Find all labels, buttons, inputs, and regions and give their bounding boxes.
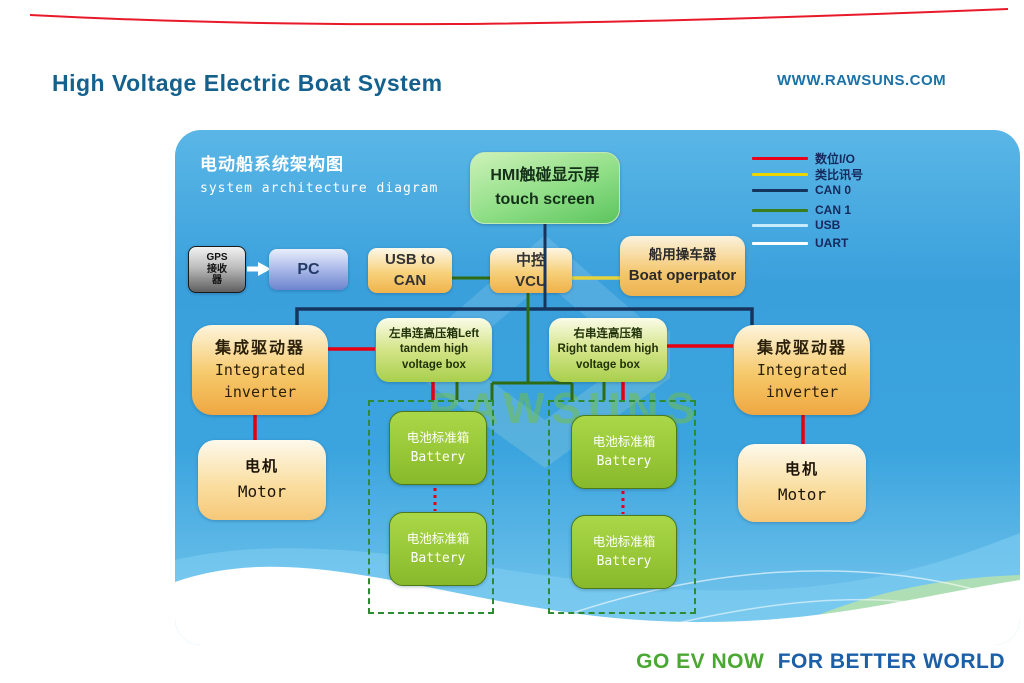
hmi-touchscreen-node: HMI触碰显示屏 touch screen [470,152,620,224]
slogan-green: GO EV NOW [636,650,765,673]
battery-label-en: Battery [596,553,652,569]
legend-item-digital-io: 数位I/O [752,150,855,167]
usb2can-label-1: USB to [385,251,435,269]
tandem-hv-box-right-node: 右串连高压箱 Right tandem high voltage box [549,318,667,382]
tandem-right-label-2: Right tandem high [557,343,659,356]
slogan-blue: FOR BETTER WORLD [777,650,1005,673]
legend-label: UART [815,236,849,250]
tandem-right-label-3: voltage box [576,358,640,371]
inverter-label-zh: 集成驱动器 [214,339,305,357]
battery-label-zh: 电池标准箱 [592,534,656,549]
motor-label-en: Motor [237,482,287,502]
usb-to-can-node: USB to CAN [368,248,452,293]
inverter-label-zh: 集成驱动器 [756,339,847,357]
battery-node: 电池标准箱 Battery [571,515,677,589]
gps-receiver-node: GPS 接收 器 [188,246,246,293]
pc-node: PC [269,249,348,290]
battery-label-zh: 电池标准箱 [406,531,470,546]
tandem-right-label-1: 右串连高压箱 [573,327,643,340]
battery-group-right [548,400,696,614]
legend-swatch-can1 [752,208,808,212]
legend-item-can1: CAN 1 [752,203,851,217]
battery-group-left [368,400,494,614]
motor-label-en: Motor [777,485,827,505]
battery-node: 电池标准箱 Battery [389,411,487,485]
legend-label: USB [815,218,841,232]
vcu-label-zh: 中控 [515,251,546,269]
legend-label: CAN 0 [815,183,852,197]
usb2can-label-2: CAN [393,271,427,289]
battery-label-en: Battery [410,550,466,566]
tandem-left-label-3: voltage box [402,358,466,371]
hmi-label-zh: HMI触碰显示屏 [490,167,600,184]
integrated-inverter-left-node: 集成驱动器 Integrated inverter [192,325,328,415]
battery-node: 电池标准箱 Battery [389,512,487,586]
tandem-left-label-1: 左串连高压箱Left [388,327,480,340]
website-url: WWW.RAWSUNS.COM [777,72,947,89]
gps-label-1: GPS [206,252,228,264]
legend-item-usb: USB [752,218,840,232]
battery-label-en: Battery [596,453,652,469]
footer-slogan: GO EV NOW FOR BETTER WORLD [636,650,1005,674]
legend-swatch-can0 [752,188,808,192]
inverter-label-en2: inverter [765,382,839,401]
panel-decor [175,235,1020,645]
legend-label: 类比讯号 [815,168,864,182]
page-title: High Voltage Electric Boat System [52,70,443,96]
battery-node: 电池标准箱 Battery [571,415,677,489]
tandem-hv-box-left-node: 左串连高压箱Left tandem high voltage box [376,318,492,382]
tandem-left-label-2: tandem high [399,343,469,356]
boat-label-zh: 船用操车器 [648,247,717,263]
motor-label-zh: 电机 [244,458,279,476]
gps-label-2: 接收 [207,263,227,275]
legend-swatch-uart [752,241,808,245]
motor-label-zh: 电机 [784,461,819,479]
legend-swatch-usb [752,223,808,227]
hmi-label-en: touch screen [495,191,595,208]
motor-right-node: 电机 Motor [738,444,866,522]
vcu-label-en: VCU [515,272,547,290]
panel-title-zh: 电动船系统架构图 [200,155,344,174]
pc-label: PC [297,260,320,278]
boat-operator-node: 船用操车器 Boat operpator [620,236,745,296]
legend-item-analog: 类比讯号 [752,166,863,183]
motor-left-node: 电机 Motor [198,440,326,520]
battery-label-zh: 电池标准箱 [406,430,470,445]
battery-label-en: Battery [410,449,466,465]
gps-label-3: 器 [212,275,222,287]
inverter-label-en2: inverter [223,382,297,401]
legend-label: CAN 1 [815,203,852,217]
legend-item-can0: CAN 0 [752,183,851,197]
boat-label-en: Boat operpator [628,266,737,284]
legend-item-uart: UART [752,236,848,250]
inverter-label-en1: Integrated [756,360,848,379]
integrated-inverter-right-node: 集成驱动器 Integrated inverter [734,325,870,415]
battery-label-zh: 电池标准箱 [592,434,656,449]
legend-swatch-analog [752,173,808,176]
legend-label: 数位I/O [815,152,856,166]
legend-swatch-digital-io [752,157,808,160]
panel-title-en: system architecture diagram [200,181,439,196]
inverter-label-en1: Integrated [214,360,306,379]
vcu-node: 中控 VCU [490,248,572,293]
